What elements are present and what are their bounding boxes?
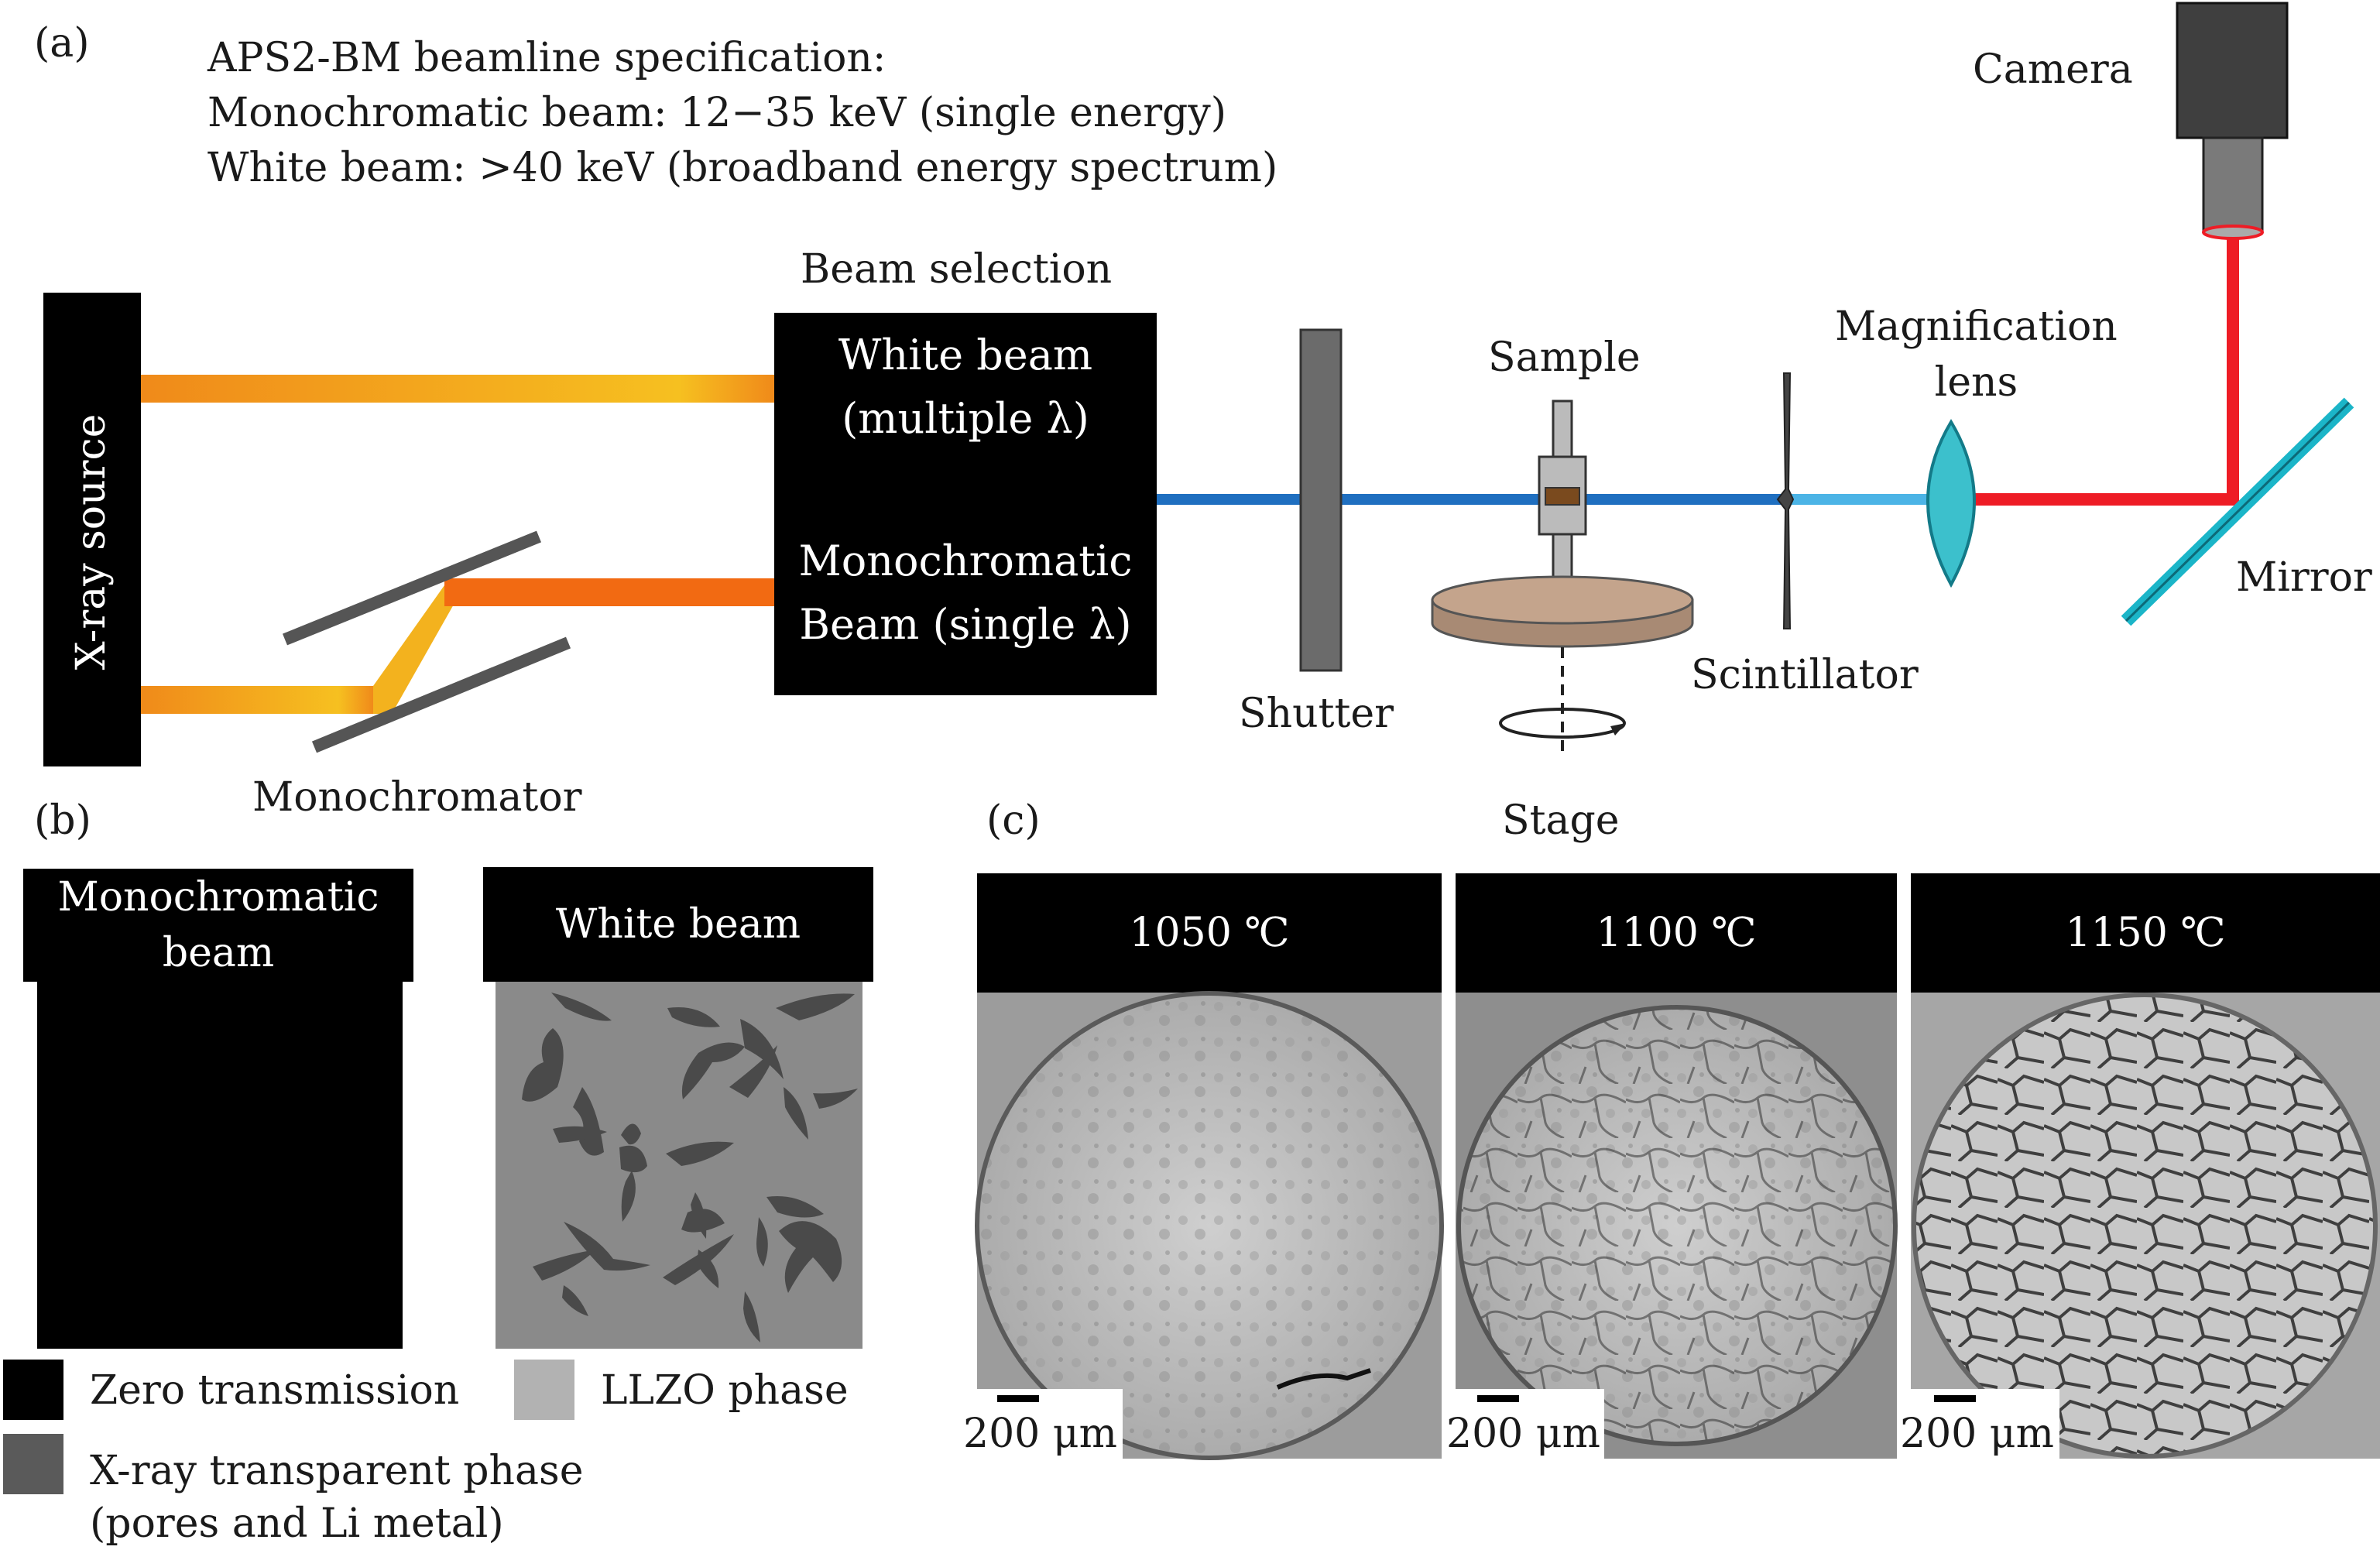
scintillator-label: Scintillator [1691, 652, 1919, 698]
legend-zero-swatch [3, 1360, 63, 1420]
legend-transparent-line1: X-ray transparent phase [90, 1448, 584, 1494]
white-beam-option-line1: White beam [838, 331, 1093, 379]
mono-image [37, 982, 403, 1349]
shutter [1299, 328, 1343, 672]
white-beam-option-line2: (multiple λ) [842, 394, 1089, 443]
camera [2176, 2, 2289, 240]
scale-bar-1050 [997, 1395, 1039, 1402]
mono-header-line1: Monochromatic [57, 874, 379, 921]
tomo-slice-1050 [975, 991, 1444, 1460]
tomo-header-1100 [1456, 873, 1897, 993]
temp-label-1100: 1100 ℃ [1596, 910, 1757, 956]
magnification-lens [1926, 419, 1976, 588]
scale-label-1050: 200 μm [963, 1411, 1117, 1457]
lens-label-line1: Magnification [1835, 303, 2118, 350]
panel-c-label: (c) [986, 797, 1041, 844]
monochromator-crystals [282, 530, 571, 753]
camera-label: Camera [1973, 46, 2133, 93]
mono-beam-option: Monochromatic Beam (single λ) [774, 530, 1157, 657]
lens-label-line2: lens [1934, 359, 2018, 406]
sample-stage [1431, 400, 1694, 751]
xray-beam [1157, 494, 1782, 505]
legend-transparent-swatch [3, 1434, 63, 1494]
white-beam-path [141, 375, 774, 403]
lens-label: Magnification lens [1835, 299, 2118, 410]
scale-bar-1150 [1934, 1395, 1976, 1402]
legend-transparent-label: X-ray transparent phase (pores and Li me… [90, 1445, 584, 1550]
panel-b-label: (b) [34, 797, 91, 844]
temp-label-1050: 1050 ℃ [1129, 910, 1290, 956]
tomo-header-1150 [1911, 873, 2380, 993]
scale-label-1150: 200 μm [1900, 1411, 2054, 1457]
white-beam-option: White beam (multiple λ) [774, 324, 1157, 451]
mono-header-box [23, 869, 413, 982]
scale-label-1100: 200 μm [1446, 1411, 1600, 1457]
mono-beam-option-line2: Beam (single λ) [799, 600, 1132, 649]
tomo-slice-1150 [1912, 993, 2378, 1459]
spec-line-2: Monochromatic beam: 12−35 keV (single en… [207, 90, 1226, 136]
beam-selection-title: Beam selection [801, 246, 1113, 293]
tomo-slice-1100 [1456, 1005, 1898, 1446]
sample-label: Sample [1488, 334, 1641, 381]
monochromator-label: Monochromator [252, 774, 582, 821]
visible-light-vertical [2227, 232, 2239, 506]
shutter-label: Shutter [1239, 691, 1394, 737]
white-header: White beam [555, 901, 801, 948]
legend-zero-label: Zero transmission [90, 1367, 460, 1414]
transparent-phase-blobs [522, 993, 858, 1343]
spec-line-1: APS2-BM beamline specification: [207, 35, 886, 81]
xray-beam-light [1782, 494, 1931, 505]
temp-label-1150: 1150 ℃ [2065, 910, 2226, 956]
visible-light-beam [1931, 493, 2233, 506]
mono-header-line2: beam [162, 930, 275, 976]
beam-selection-box [774, 313, 1157, 695]
legend-llzo-swatch [514, 1360, 574, 1420]
mirror-label: Mirror [2236, 554, 2372, 601]
beamline-spec: APS2-BM beamline specification: Monochro… [207, 31, 1277, 196]
xray-source-label: X-ray source [68, 413, 115, 670]
scintillator [1776, 372, 1795, 629]
mono-beam-option-line1: Monochromatic [798, 537, 1133, 585]
white-header-box [483, 867, 873, 982]
panel-a-label: (a) [34, 20, 90, 67]
mono-header: Monochromatic beam [23, 869, 413, 982]
xray-source-block [43, 293, 141, 766]
spec-line-3: White beam: >40 keV (broadband energy sp… [207, 145, 1278, 191]
scale-bar-1100 [1477, 1395, 1519, 1402]
legend-llzo-label: LLZO phase [601, 1367, 849, 1414]
stage-label: Stage [1502, 797, 1620, 844]
mono-beam-path [141, 578, 774, 714]
tomo-header-1050 [977, 873, 1442, 993]
legend-transparent-line2: (pores and Li metal) [90, 1500, 504, 1547]
